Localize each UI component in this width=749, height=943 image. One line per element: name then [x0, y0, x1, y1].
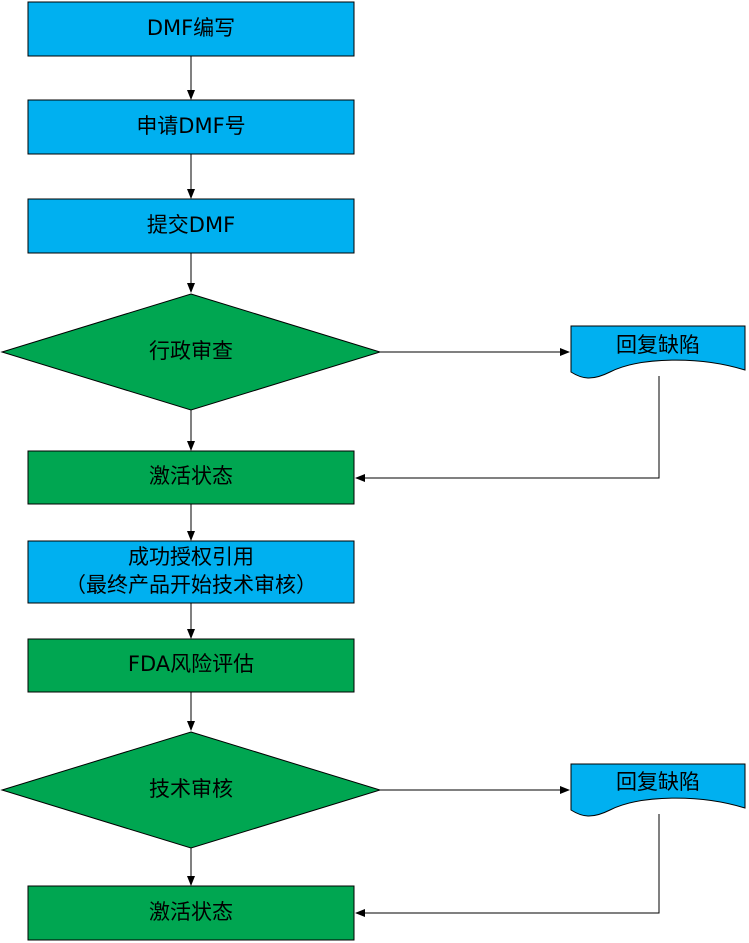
reply-deficiency-1-label: 回复缺陷 [616, 333, 700, 357]
technical-review-label: 技术审核 [149, 777, 233, 801]
technical-review-diamond: 技术审核 [0, 731, 382, 849]
authorized-reference-line1: 成功授权引用 [128, 545, 254, 569]
fda-risk-assessment-box: FDA风险评估 [27, 638, 355, 693]
apply-dmf-number-box: 申请DMF号 [27, 99, 355, 155]
reply-deficiency-1-doc: 回复缺陷 [570, 325, 746, 379]
active-status-1-label: 激活状态 [149, 464, 233, 488]
submit-dmf-label: 提交DMF [147, 213, 235, 237]
apply-dmf-number-label: 申请DMF号 [136, 114, 245, 138]
arrow-reply-2-to-active [355, 814, 660, 917]
reply-deficiency-2-label: 回复缺陷 [616, 770, 700, 794]
dmf-writing-box: DMF编写 [27, 1, 355, 57]
admin-review-diamond: 行政审查 [0, 293, 382, 411]
submit-dmf-box: 提交DMF [27, 198, 355, 254]
arrow-reply-1-to-active [355, 376, 660, 482]
authorized-reference-box: 成功授权引用 （最终产品开始技术审核） [27, 540, 355, 604]
reply-deficiency-2-doc: 回复缺陷 [570, 763, 746, 817]
authorized-reference-line2: （最终产品开始技术审核） [65, 573, 317, 597]
fda-risk-assessment-label: FDA风险评估 [128, 652, 254, 676]
admin-review-label: 行政审查 [149, 339, 233, 363]
active-status-2-box: 激活状态 [27, 885, 355, 941]
active-status-1-box: 激活状态 [27, 450, 355, 505]
dmf-writing-label: DMF编写 [147, 16, 235, 40]
active-status-2-label: 激活状态 [149, 900, 233, 924]
